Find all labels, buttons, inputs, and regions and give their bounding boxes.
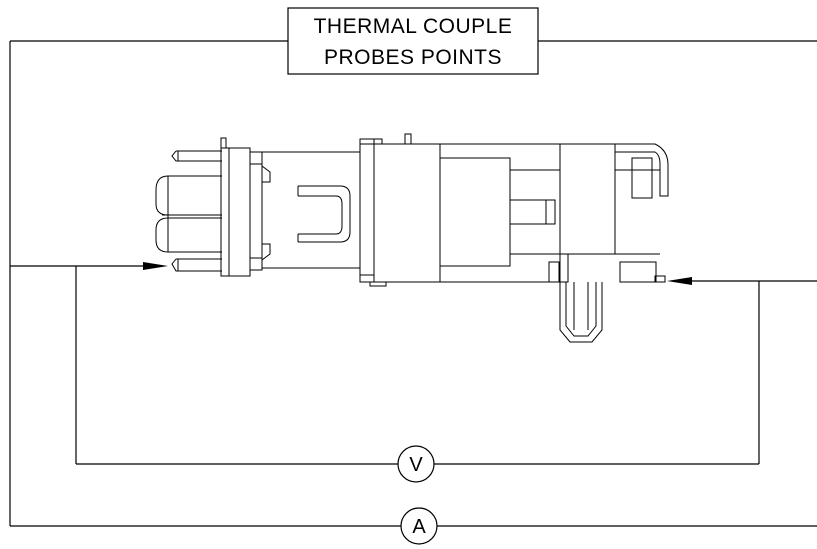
connector-left-plug — [155, 137, 271, 277]
right-probe-lead — [667, 277, 817, 464]
voltmeter: V — [397, 445, 435, 483]
connector-right-housing — [359, 133, 669, 343]
title-line-1: THERMAL COUPLE — [314, 15, 513, 38]
voltmeter-label: V — [409, 454, 423, 476]
left-probe-lead — [10, 262, 168, 464]
connector-middle-body — [262, 151, 360, 269]
left-probe-arrow — [143, 262, 168, 270]
ammeter-label: A — [412, 516, 426, 538]
ammeter-circuit-wire — [9, 40, 817, 527]
title-line-2: PROBES POINTS — [324, 46, 502, 69]
ammeter: A — [400, 507, 438, 545]
title-label: THERMAL COUPLE PROBES POINTS — [287, 7, 539, 75]
right-probe-arrow — [667, 277, 692, 285]
connector-assembly — [155, 133, 669, 343]
